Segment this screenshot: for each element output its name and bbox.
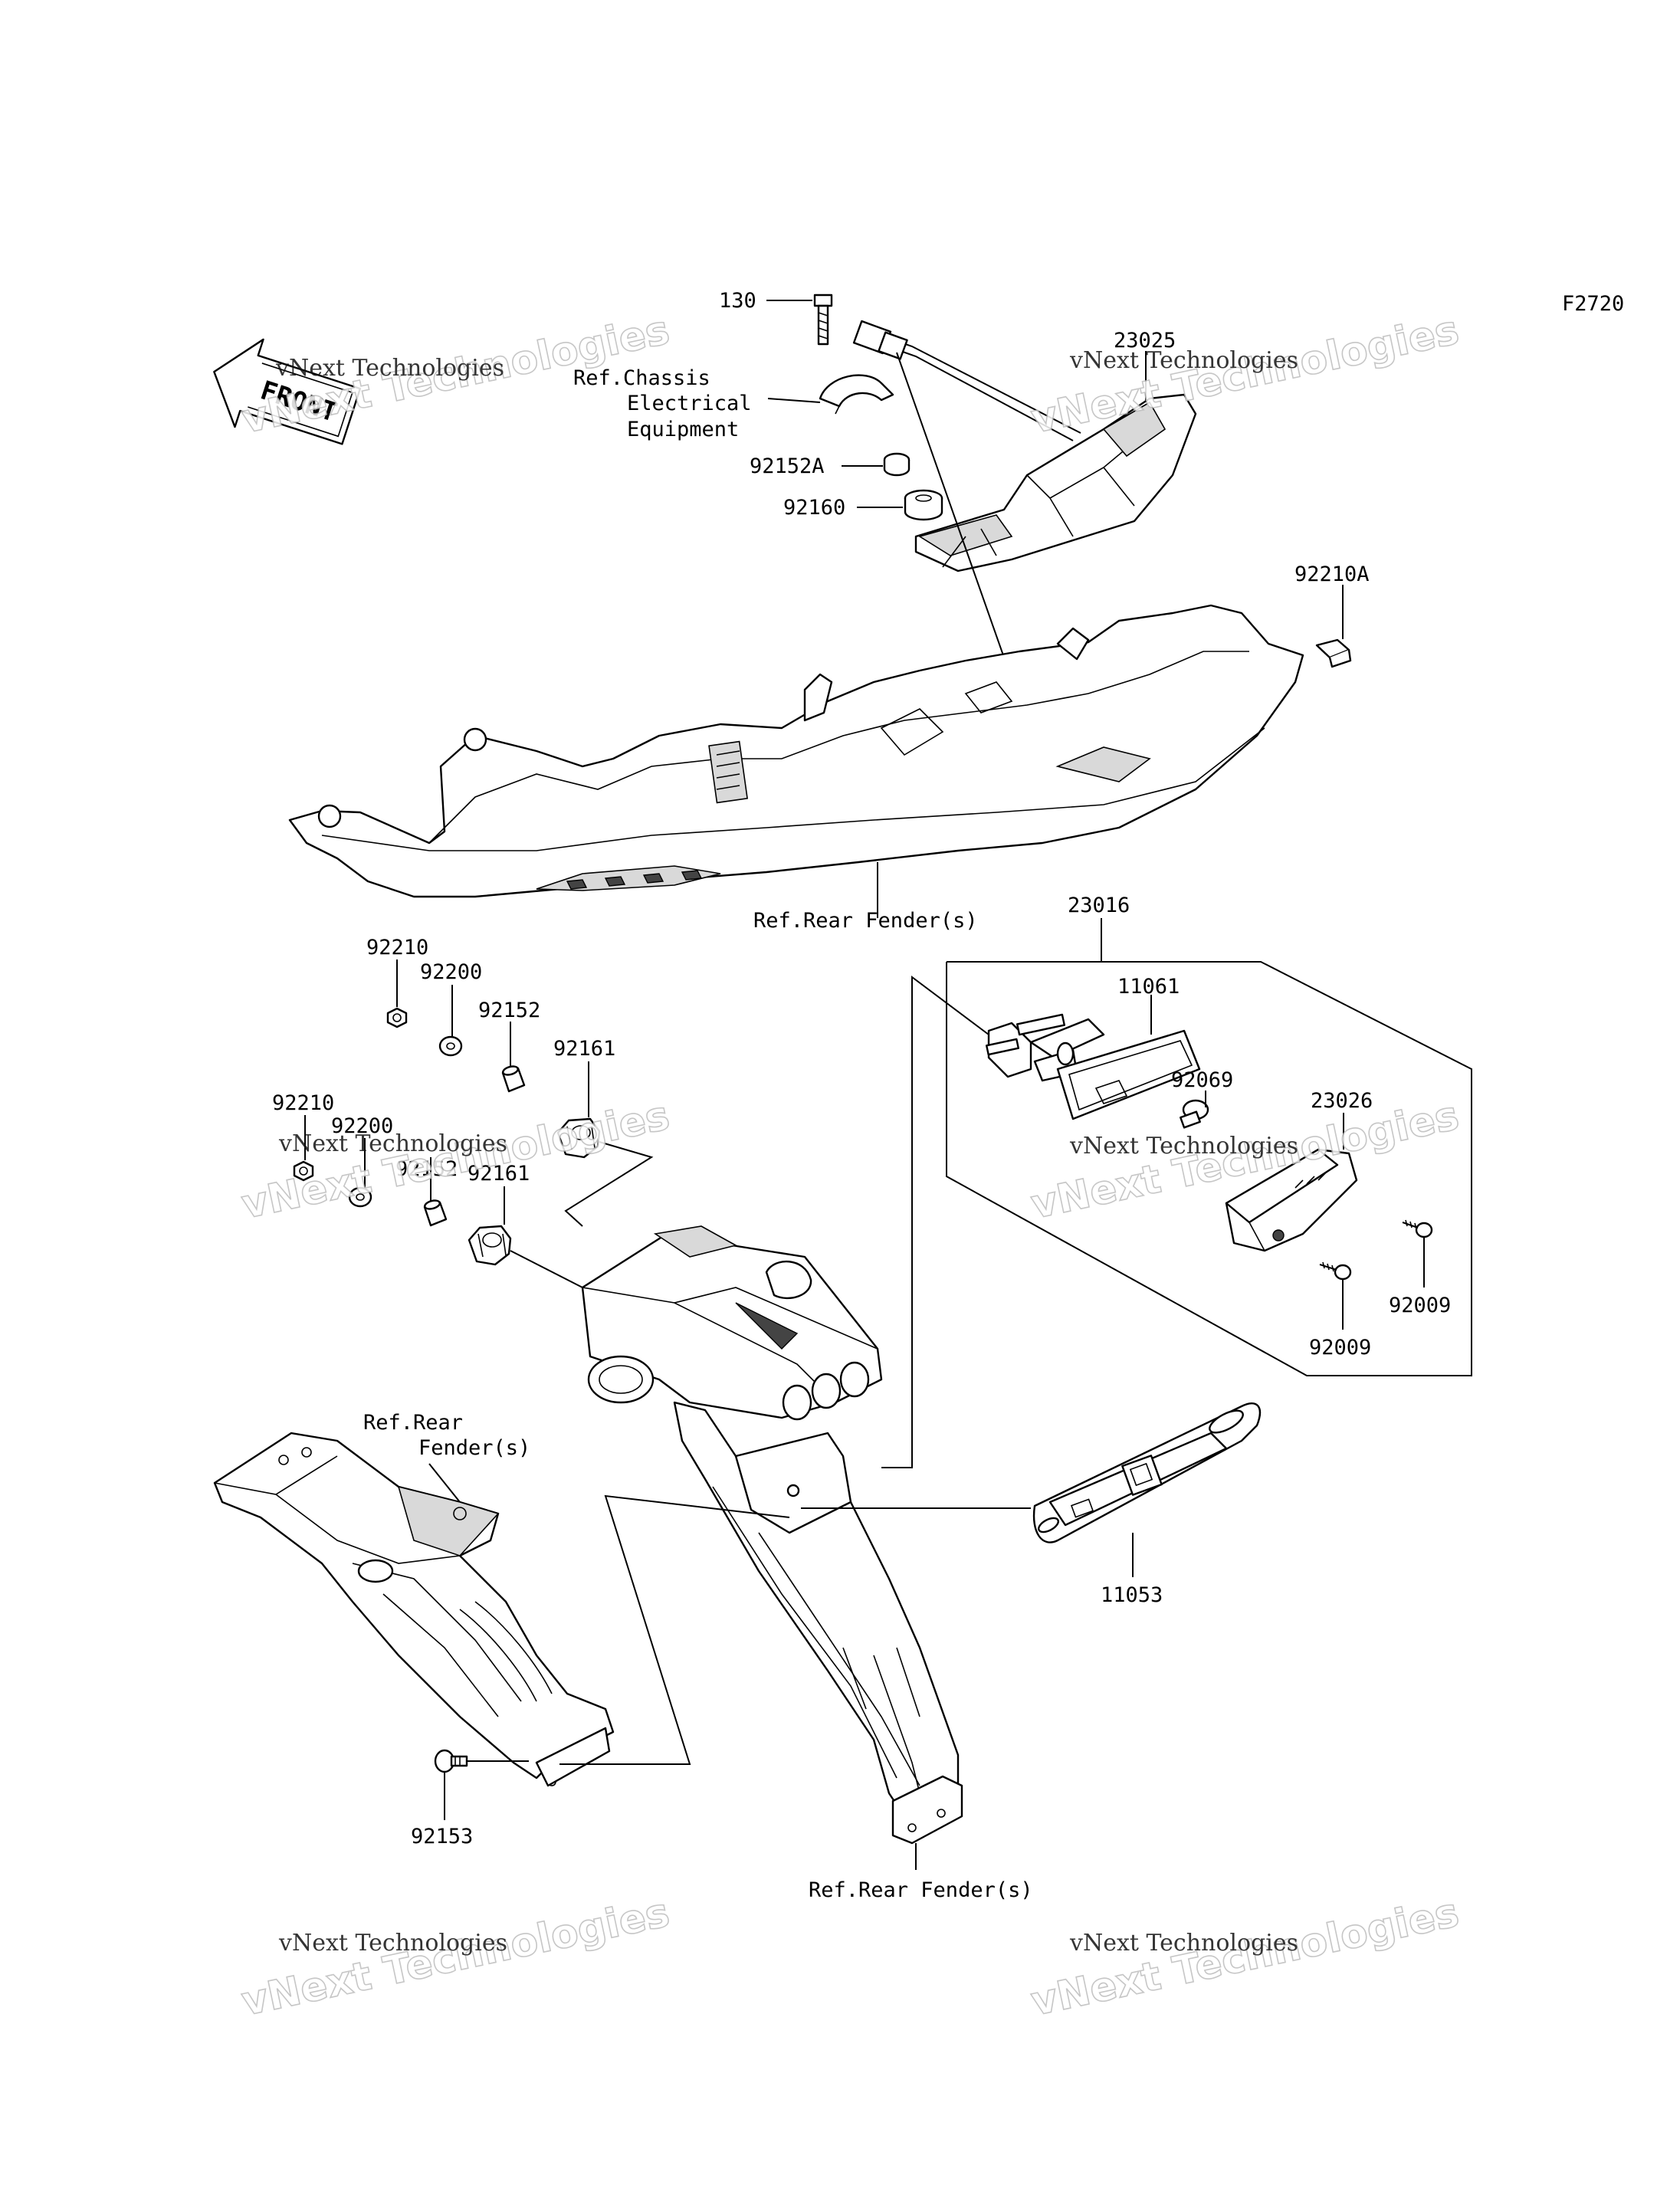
label-ref-chassis-1: Ref.Chassis [573, 366, 710, 390]
lens-23026 [1225, 1148, 1358, 1252]
rear-fender-left-ref [213, 1432, 615, 1787]
leader-ref-chassis [767, 398, 821, 403]
svg-text:vNext Technologies: vNext Technologies [278, 1130, 507, 1157]
bulb-92069 [1180, 1099, 1209, 1129]
watermark-bottom-left: vNext Technologies vNext Technologies [237, 1889, 674, 2026]
label-92009-a: 92009 [1389, 1294, 1451, 1317]
label-ref-rear-fender-bottom: Ref.Rear Fender(s) [809, 1878, 1033, 1902]
label-92152-b: 92152 [395, 1157, 458, 1181]
watermark-top-right: vNext Technologies vNext Technologies [1026, 307, 1463, 443]
screw-92009-b [1319, 1261, 1352, 1281]
label-23016: 23016 [1068, 894, 1130, 917]
nut-92210-b [293, 1160, 314, 1182]
label-92160: 92160 [783, 496, 845, 520]
washer-92200-a [438, 1035, 463, 1057]
label-92152-a: 92152 [478, 999, 540, 1022]
label-92161-a: 92161 [553, 1037, 615, 1061]
assembly-line-92161-a [564, 1141, 654, 1227]
svg-text:vNext Technologies: vNext Technologies [1069, 1930, 1298, 1957]
label-92200-a: 92200 [420, 960, 482, 984]
label-92153: 92153 [411, 1825, 473, 1848]
lamp-socket-11061 [985, 1013, 1201, 1120]
label-92210-a: 92210 [366, 936, 428, 959]
label-ref-rear-fender-top: Ref.Rear Fender(s) [753, 909, 978, 933]
screw-92009-a [1402, 1219, 1433, 1238]
label-ref-chassis-2: Electrical [627, 392, 752, 415]
label-92161-b: 92161 [468, 1162, 530, 1186]
rear-fender-ref [288, 604, 1304, 898]
license-bracket [581, 1225, 963, 1845]
svg-text:vNext Technologies: vNext Technologies [1027, 307, 1462, 443]
plate-holder-11053 [1032, 1402, 1262, 1543]
damper-92161-b [468, 1225, 512, 1266]
assembly-line-lamp [881, 976, 989, 1468]
svg-text:vNext Technologies: vNext Technologies [238, 1890, 673, 2026]
svg-text:vNext Technologies: vNext Technologies [1069, 347, 1298, 374]
collar-92152-b [423, 1199, 448, 1227]
washer-92200-b [348, 1186, 372, 1208]
collar-92152A [883, 452, 911, 477]
label-92152A: 92152A [750, 454, 825, 478]
label-92200-b: 92200 [331, 1114, 393, 1138]
label-ref-rear-1: Ref.Rear [363, 1411, 463, 1435]
watermark-bottom-right: vNext Technologies vNext Technologies [1026, 1889, 1463, 2026]
bracket-23025 [852, 320, 1197, 572]
svg-text:vNext Technologies: vNext Technologies [275, 355, 504, 382]
label-ref-chassis-3: Equipment [627, 418, 739, 441]
group-box-23016 [946, 961, 1472, 1376]
leader-ref-rear [428, 1463, 461, 1503]
label-92210A: 92210A [1294, 563, 1370, 586]
nut-92210-a [386, 1007, 408, 1028]
svg-text:vNext Technologies: vNext Technologies [278, 1930, 507, 1957]
assembly-line-left-fender [559, 1494, 790, 1765]
clip-part [819, 374, 894, 415]
front-arrow-icon: FRONT [213, 338, 362, 445]
grommet-92160 [904, 489, 943, 521]
bolt-92153 [434, 1749, 468, 1773]
label-11053: 11053 [1101, 1583, 1163, 1607]
assembly-line-92161-b [510, 1250, 583, 1288]
label-ref-rear-2: Fender(s) [418, 1436, 530, 1460]
svg-text:vNext Technologies: vNext Technologies [1027, 1890, 1462, 2026]
label-23025: 23025 [1114, 329, 1176, 353]
label-23026: 23026 [1311, 1089, 1373, 1113]
diagram-code: F2720 [1562, 292, 1624, 316]
bolt-130 [813, 294, 833, 346]
svg-text:vNext Technologies: vNext Technologies [1069, 1133, 1298, 1160]
label-92069: 92069 [1171, 1068, 1233, 1092]
clip-92210A [1315, 638, 1352, 668]
collar-92152-a [501, 1065, 526, 1093]
label-11061: 11061 [1117, 975, 1180, 999]
label-130: 130 [719, 289, 756, 313]
damper-92161-a [556, 1117, 601, 1159]
label-92210-b: 92210 [272, 1091, 334, 1115]
label-92009-b: 92009 [1309, 1336, 1371, 1360]
